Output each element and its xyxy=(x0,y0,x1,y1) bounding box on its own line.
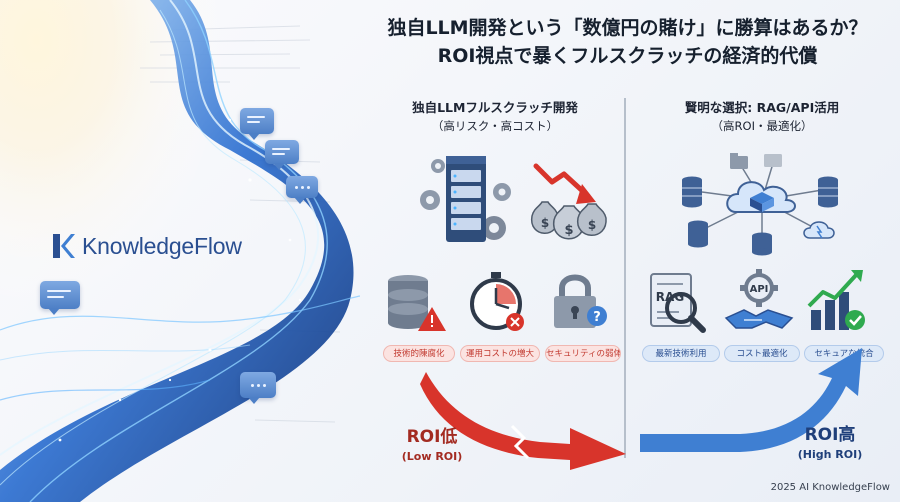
money-bags-falling-icon: $ $ $ xyxy=(531,163,607,240)
rag-icon-label: RAG xyxy=(656,290,684,304)
svg-text:$: $ xyxy=(541,216,549,230)
chat-bubble-icon xyxy=(240,372,276,404)
brand-logo: KnowledgeFlow xyxy=(50,229,242,263)
brand-name: KnowledgeFlow xyxy=(82,232,242,259)
svg-text:$: $ xyxy=(564,223,573,238)
svg-text:$: $ xyxy=(588,218,596,232)
chat-bubble-icon xyxy=(40,281,80,315)
api-icon-label: API xyxy=(750,284,769,295)
chat-bubble-icon xyxy=(240,108,274,140)
chat-bubble-icon xyxy=(286,176,318,204)
database-warning-icon xyxy=(388,275,446,331)
roi-up-arrow-icon xyxy=(640,348,862,452)
badge-cost-optimization: コスト最適化 xyxy=(724,345,800,362)
cloud-network-icon xyxy=(682,153,838,256)
copyright-footer: 2025 AI KnowledgeFlow xyxy=(770,482,890,493)
api-handshake-icon: API xyxy=(724,269,794,329)
knowledgeflow-logo-icon xyxy=(53,234,75,258)
growth-chart-check-icon xyxy=(807,270,865,330)
right-column-subheading: （高ROI・最適化） xyxy=(711,119,813,133)
rag-document-search-icon: RAG xyxy=(650,273,706,333)
padlock-question-icon: ? xyxy=(554,274,607,328)
column-divider xyxy=(624,98,626,458)
roi-low-label: ROI低 (Low ROI) xyxy=(401,427,463,464)
stopwatch-cost-icon xyxy=(470,272,524,331)
title-line-2: ROI視点で暴くフルスクラッチの経済的代償 xyxy=(437,45,818,67)
chat-bubble-icon xyxy=(265,140,299,170)
badge-operating-cost: 運用コストの増大 xyxy=(460,345,540,362)
left-column-subheading: （高リスク・高コスト） xyxy=(431,119,559,133)
page-title: 独自LLM開発という「数億円の賭け」に勝算はあるか？ ROI視点で暴くフルスクラ… xyxy=(360,14,895,70)
right-column-heading: 賢明な選択: RAG/API活用 （高ROI・最適化） xyxy=(642,98,882,136)
server-rack-icon xyxy=(420,156,511,242)
roi-high-label: ROI高 (High ROI) xyxy=(797,425,863,462)
title-line-1: 独自LLM開発という「数億円の賭け」に勝算はあるか？ xyxy=(387,17,868,39)
badge-tech-obsolescence: 技術的陳腐化 xyxy=(383,345,455,362)
badge-security: セキュリティの弱体化 xyxy=(545,345,621,362)
badge-latest-tech: 最新技術利用 xyxy=(642,345,720,362)
left-column-heading: 独自LLMフルスクラッチ開発 （高リスク・高コスト） xyxy=(375,98,615,136)
roi-down-arrow-icon xyxy=(420,372,626,470)
svg-text:?: ? xyxy=(593,310,601,325)
